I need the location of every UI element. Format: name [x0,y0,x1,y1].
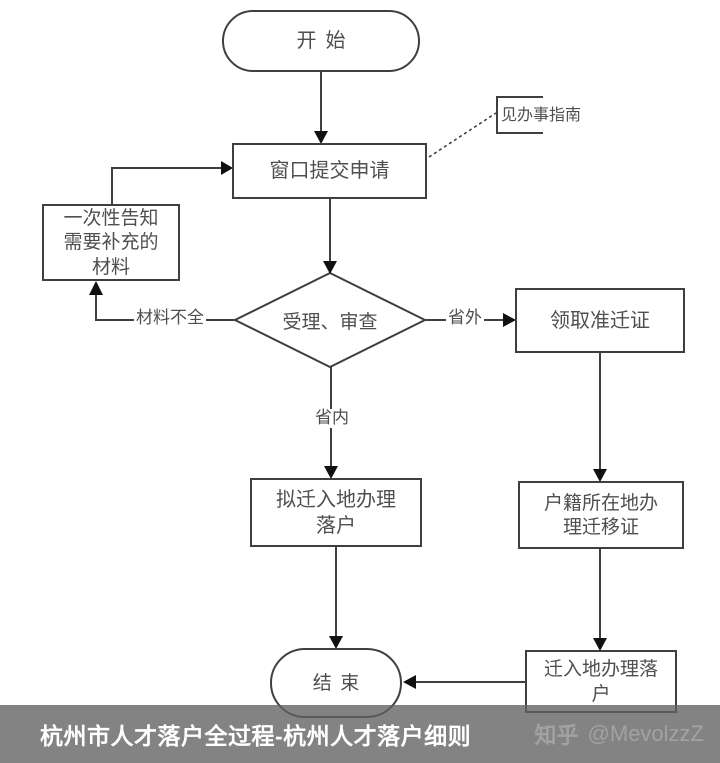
node-review-decision: 受理、审查 [245,300,415,340]
node-notify-line1: 一次性告知 [63,207,159,230]
node-receive-permit: 领取准迁证 [515,288,685,353]
arrowhead-down-review [323,261,337,274]
node-notify-line2: 需要补充的 [63,231,159,254]
node-start: 开始 [222,10,420,72]
node-permit-label: 领取准迁证 [550,307,650,332]
node-origin-certificate: 户籍所在地办 理迁移证 [518,481,684,549]
node-movein-line2: 户 [591,682,611,705]
node-submit-label: 窗口提交申请 [269,158,390,183]
node-origin-line2: 理迁移证 [562,516,639,538]
arrowhead-down-submit [314,131,328,144]
edge-notify-submit [111,167,222,204]
label-inside-province: 省内 [313,408,351,428]
footer-bar: 杭州市人才落户全过程-杭州人才落户细则 知乎 @MevolzzZ [0,705,720,763]
arrowhead-down-destination [324,466,338,479]
node-destination-line2: 落户 [316,512,356,537]
label-guide-note: 见办事指南 [501,105,582,124]
watermark-brand: 知乎 [534,723,579,748]
node-destination-settle: 拟迁入地办理 落户 [250,478,422,547]
watermark-handle: @MevolzzZ [587,721,704,746]
watermark: 知乎 @MevolzzZ [535,718,704,750]
node-movein-line1: 迁入地办理落 [543,658,658,681]
arrowhead-left-end [403,675,416,689]
arrowhead-down-end [329,636,343,649]
node-notify-line3: 材料 [91,255,130,278]
node-destination-line1: 拟迁入地办理 [276,486,396,511]
guide-note-bracket [496,96,543,134]
arrowhead-right-permit [503,313,516,327]
node-origin-line1: 户籍所在地办 [543,491,658,514]
node-notify-materials: 一次性告知 需要补充的 材料 [42,204,180,281]
arrowhead-right-submit [221,161,233,175]
arrowhead-up-notify [89,281,103,295]
footer-title: 杭州市人才落户全过程-杭州人才落户细则 [40,723,472,749]
arrowheads [89,131,607,689]
node-submit-application: 窗口提交申请 [232,143,427,199]
node-start-label: 开始 [296,28,355,53]
label-outside-province: 省外 [446,308,484,328]
decision-diamond-shape [232,271,428,369]
arrowhead-down-movein [593,638,607,651]
node-movein-settle: 迁入地办理落 户 [525,650,677,713]
node-end-label: 结束 [312,671,368,694]
edge-guide-dotted [428,112,497,158]
arrowhead-down-origin [593,469,607,482]
label-incomplete-materials: 材料不全 [134,308,206,328]
node-review-label: 受理、审查 [282,310,378,333]
